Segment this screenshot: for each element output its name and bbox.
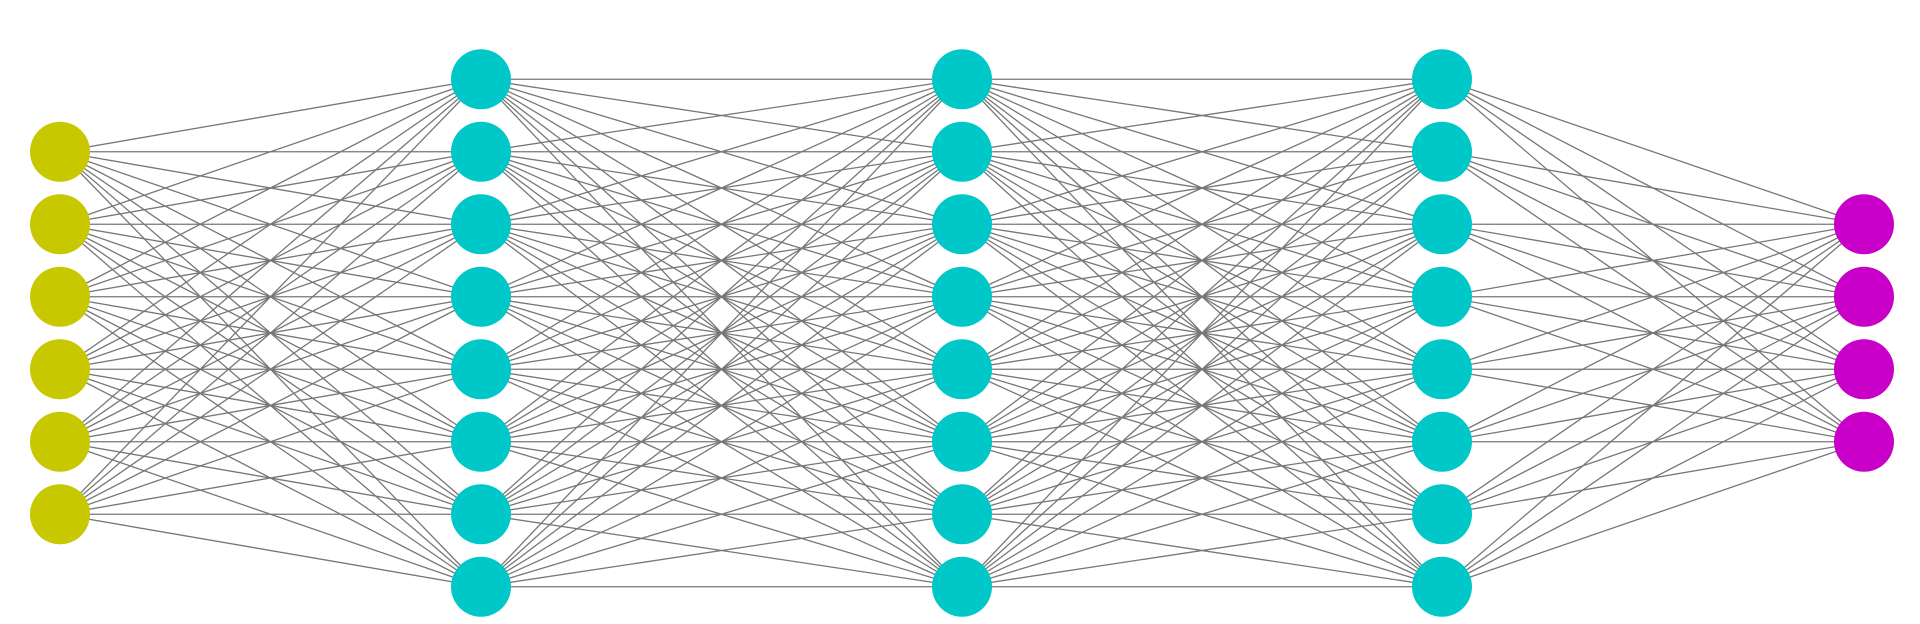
- edge-l0n5-l1n2: [59, 223, 482, 515]
- edge-l2n7-l3n6: [961, 513, 1443, 588]
- edge-l2n7-l3n0: [961, 78, 1443, 588]
- edge-l0n1-l1n0: [59, 78, 482, 225]
- output-node-layer4-3: [1834, 411, 1894, 472]
- edge-l2n2-l3n0: [961, 78, 1443, 225]
- edge-l3n7-l4n1: [1441, 296, 1865, 588]
- edge-l0n5-l1n0: [59, 78, 482, 515]
- edge-l3n7-l4n2: [1441, 368, 1865, 588]
- hidden-node-layer1-5: [451, 411, 511, 472]
- output-node-layer4-2: [1834, 339, 1894, 400]
- edge-l1n7-l2n2: [480, 223, 963, 588]
- edge-l1n4-l2n0: [480, 78, 963, 370]
- edge-l0n2-l1n0: [59, 78, 482, 298]
- output-node-layer4-0: [1834, 194, 1894, 255]
- edge-l2n5-l3n0: [961, 78, 1443, 443]
- hidden-node-layer3-6: [1412, 484, 1472, 545]
- edge-l3n6-l4n0: [1441, 223, 1865, 515]
- edge-l3n4-l4n0: [1441, 223, 1865, 370]
- edge-l1n5-l2n0: [480, 78, 963, 443]
- hidden-node-layer3-7: [1412, 556, 1472, 617]
- edge-l0n5-l1n5: [59, 441, 482, 515]
- edge-l1n1-l2n0: [480, 78, 963, 153]
- hidden-node-layer1-1: [451, 121, 511, 182]
- edge-l2n6-l3n0: [961, 78, 1443, 515]
- input-node-layer0-2: [30, 266, 90, 327]
- hidden-node-layer1-2: [451, 194, 511, 255]
- input-node-layer0-0: [30, 121, 90, 182]
- edge-l3n7-l4n3: [1441, 441, 1865, 588]
- edge-l0n4-l1n0: [59, 78, 482, 443]
- edge-l0n5-l1n4: [59, 368, 482, 515]
- hidden-node-layer2-4: [932, 339, 992, 400]
- edge-l0n5-l1n7: [59, 513, 482, 588]
- edge-l1n3-l2n0: [480, 78, 963, 298]
- hidden-node-layer1-4: [451, 339, 511, 400]
- hidden-node-layer3-2: [1412, 194, 1472, 255]
- edge-l3n5-l4n0: [1441, 223, 1865, 443]
- hidden-node-layer3-5: [1412, 411, 1472, 472]
- hidden-node-layer1-0: [451, 49, 511, 110]
- edge-l1n7-l2n5: [480, 441, 963, 588]
- edge-l2n3-l3n0: [961, 78, 1443, 298]
- edge-l2n7-l3n4: [961, 368, 1443, 588]
- hidden-node-layer2-5: [932, 411, 992, 472]
- input-node-layer0-4: [30, 411, 90, 472]
- edge-l0n0-l1n0: [59, 78, 482, 153]
- edge-l0n3-l1n0: [59, 78, 482, 370]
- edge-l1n7-l2n1: [480, 151, 963, 588]
- hidden-node-layer3-0: [1412, 49, 1472, 110]
- hidden-node-layer2-0: [932, 49, 992, 110]
- edge-l2n7-l3n2: [961, 223, 1443, 588]
- hidden-node-layer2-7: [932, 556, 992, 617]
- hidden-node-layer2-1: [932, 121, 992, 182]
- edge-l1n7-l2n6: [480, 513, 963, 588]
- hidden-node-layer3-4: [1412, 339, 1472, 400]
- edge-l2n4-l3n0: [961, 78, 1443, 370]
- hidden-node-layer1-6: [451, 484, 511, 545]
- edge-l1n7-l2n3: [480, 296, 963, 588]
- edge-l2n1-l3n0: [961, 78, 1443, 153]
- edge-l0n5-l1n3: [59, 296, 482, 515]
- hidden-node-layer3-3: [1412, 266, 1472, 327]
- input-node-layer0-5: [30, 484, 90, 545]
- edge-l1n7-l2n0: [480, 78, 963, 588]
- hidden-node-layer3-1: [1412, 121, 1472, 182]
- edge-l1n6-l2n0: [480, 78, 963, 515]
- edge-l2n7-l3n5: [961, 441, 1443, 588]
- edge-l3n1-l4n0: [1441, 151, 1865, 225]
- edge-l2n7-l3n3: [961, 296, 1443, 588]
- edges-group: [59, 78, 1865, 588]
- edge-l2n7-l3n1: [961, 151, 1443, 588]
- edge-l3n0-l4n0: [1441, 78, 1865, 225]
- hidden-node-layer1-7: [451, 556, 511, 617]
- hidden-node-layer2-6: [932, 484, 992, 545]
- edge-l3n7-l4n0: [1441, 223, 1865, 588]
- nodes-group: [30, 49, 1894, 617]
- edge-l3n3-l4n0: [1441, 223, 1865, 298]
- hidden-node-layer1-3: [451, 266, 511, 327]
- input-node-layer0-1: [30, 194, 90, 255]
- edge-l0n5-l1n1: [59, 151, 482, 515]
- edge-l1n7-l2n4: [480, 368, 963, 588]
- hidden-node-layer2-3: [932, 266, 992, 327]
- hidden-node-layer2-2: [932, 194, 992, 255]
- output-node-layer4-1: [1834, 266, 1894, 327]
- input-node-layer0-3: [30, 339, 90, 400]
- edge-l1n2-l2n0: [480, 78, 963, 225]
